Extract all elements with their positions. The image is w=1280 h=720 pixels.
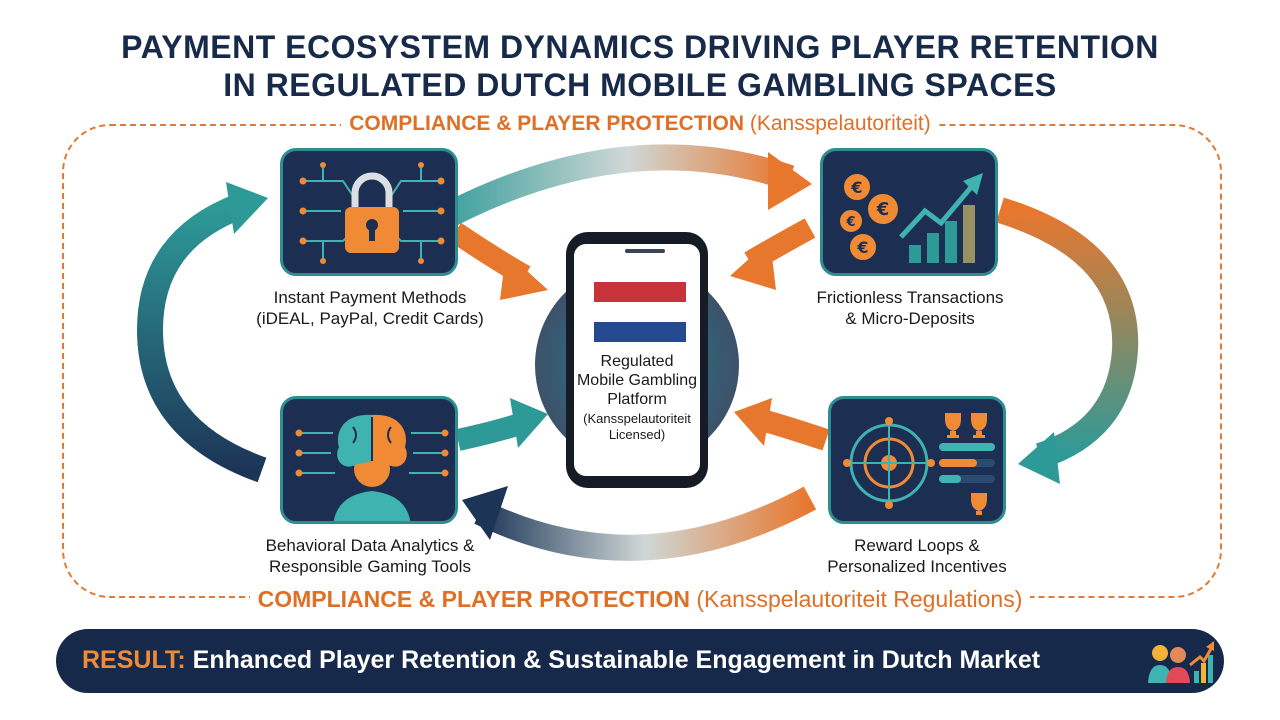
platform-line1: Regulated — [600, 353, 674, 370]
behavioral-line1: Behavioral Data Analytics & — [265, 536, 475, 555]
platform-sub2: Licensed) — [608, 427, 666, 442]
svg-text:€: € — [876, 199, 890, 220]
arrow-in-top-left-head — [500, 252, 548, 300]
svg-text:€: € — [845, 215, 855, 230]
compliance-bottom-main: COMPLIANCE & PLAYER PROTECTION — [257, 586, 690, 612]
instant-payments-line1: Instant Payment Methods — [273, 288, 467, 307]
compliance-top-main: COMPLIANCE & PLAYER PROTECTION — [349, 112, 744, 135]
arc-left — [136, 193, 267, 483]
arrow-in-top-right-head — [730, 240, 776, 290]
label-instant-payments: Instant Payment Methods (iDEAL, PayPal, … — [220, 287, 520, 329]
rewards-line1: Reward Loops & — [854, 536, 980, 555]
arrow-in-bottom-left-head — [510, 398, 548, 448]
arc-right-arrowhead — [1018, 432, 1060, 484]
platform-text: Regulated Mobile Gambling Platform (Kans… — [574, 352, 700, 443]
platform-sub1: (Kansspelautoriteit — [583, 411, 691, 426]
card-frictionless: €€ €€ — [820, 148, 998, 276]
flag-stripe-red — [594, 282, 686, 302]
arc-bottom-arrowhead — [462, 486, 508, 540]
result-message: Enhanced Player Retention & Sustainable … — [192, 646, 1041, 674]
frictionless-line1: Frictionless Transactions — [816, 288, 1004, 307]
label-frictionless: Frictionless Transactions & Micro-Deposi… — [760, 287, 1060, 329]
arc-top — [423, 144, 795, 237]
platform-line2: Mobile Gambling — [576, 372, 698, 389]
instant-payments-line2: (iDEAL, PayPal, Credit Cards) — [256, 309, 484, 328]
behavioral-line2: Responsible Gaming Tools — [269, 557, 471, 576]
flag-stripe-blue — [594, 322, 686, 342]
center-phone: Regulated Mobile Gambling Platform (Kans… — [566, 232, 708, 488]
rewards-line2: Personalized Incentives — [827, 557, 1007, 576]
target-trophy-icon — [843, 413, 995, 515]
arrow-in-bottom-right — [758, 409, 830, 451]
arc-left-arrowhead — [226, 182, 268, 234]
compliance-bottom-sub: (Kansspelautoriteit Regulations) — [696, 586, 1023, 612]
card-rewards — [828, 396, 1006, 524]
label-rewards: Reward Loops & Personalized Incentives — [767, 535, 1067, 577]
card-instant-payments — [280, 148, 458, 276]
brain-circuit-person-icon — [295, 414, 449, 521]
compliance-band-top: COMPLIANCE & PLAYER PROTECTION (Kansspel… — [0, 112, 1280, 136]
title-line-2: IN REGULATED DUTCH MOBILE GAMBLING SPACE… — [223, 67, 1057, 103]
card-behavioral — [280, 396, 458, 524]
padlock-circuit-icon — [299, 162, 445, 264]
dutch-flag-icon — [594, 282, 686, 342]
svg-text:€: € — [850, 178, 862, 197]
frictionless-line2: & Micro-Deposits — [845, 309, 975, 328]
phone-screen: Regulated Mobile Gambling Platform (Kans… — [574, 244, 700, 476]
compliance-top-sub: (Kansspelautoriteit) — [749, 112, 931, 135]
diagram-title: PAYMENT ECOSYSTEM DYNAMICS DRIVING PLAYE… — [0, 28, 1280, 104]
arc-top-arrowhead — [768, 152, 812, 210]
arc-bottom — [474, 486, 817, 561]
arrow-in-bottom-right-head — [734, 398, 772, 446]
platform-line3: Platform — [607, 391, 667, 408]
title-line-1: PAYMENT ECOSYSTEM DYNAMICS DRIVING PLAYE… — [121, 29, 1159, 65]
result-label: RESULT: — [82, 646, 186, 674]
arrow-in-bottom-left — [455, 413, 524, 451]
euro-coins-growth-chart-icon: €€ €€ — [838, 172, 983, 263]
label-behavioral: Behavioral Data Analytics & Responsible … — [220, 535, 520, 577]
arc-right — [996, 197, 1139, 469]
result-text: RESULT: Enhanced Player Retention & Sust… — [82, 646, 1040, 675]
svg-text:€: € — [856, 238, 868, 257]
flag-stripe-white — [594, 302, 686, 322]
phone-notch — [625, 249, 665, 253]
compliance-band-bottom: COMPLIANCE & PLAYER PROTECTION (Kansspel… — [0, 586, 1280, 613]
people-growth-chart-icon — [1148, 641, 1214, 683]
result-bar: RESULT: Enhanced Player Retention & Sust… — [56, 629, 1224, 693]
